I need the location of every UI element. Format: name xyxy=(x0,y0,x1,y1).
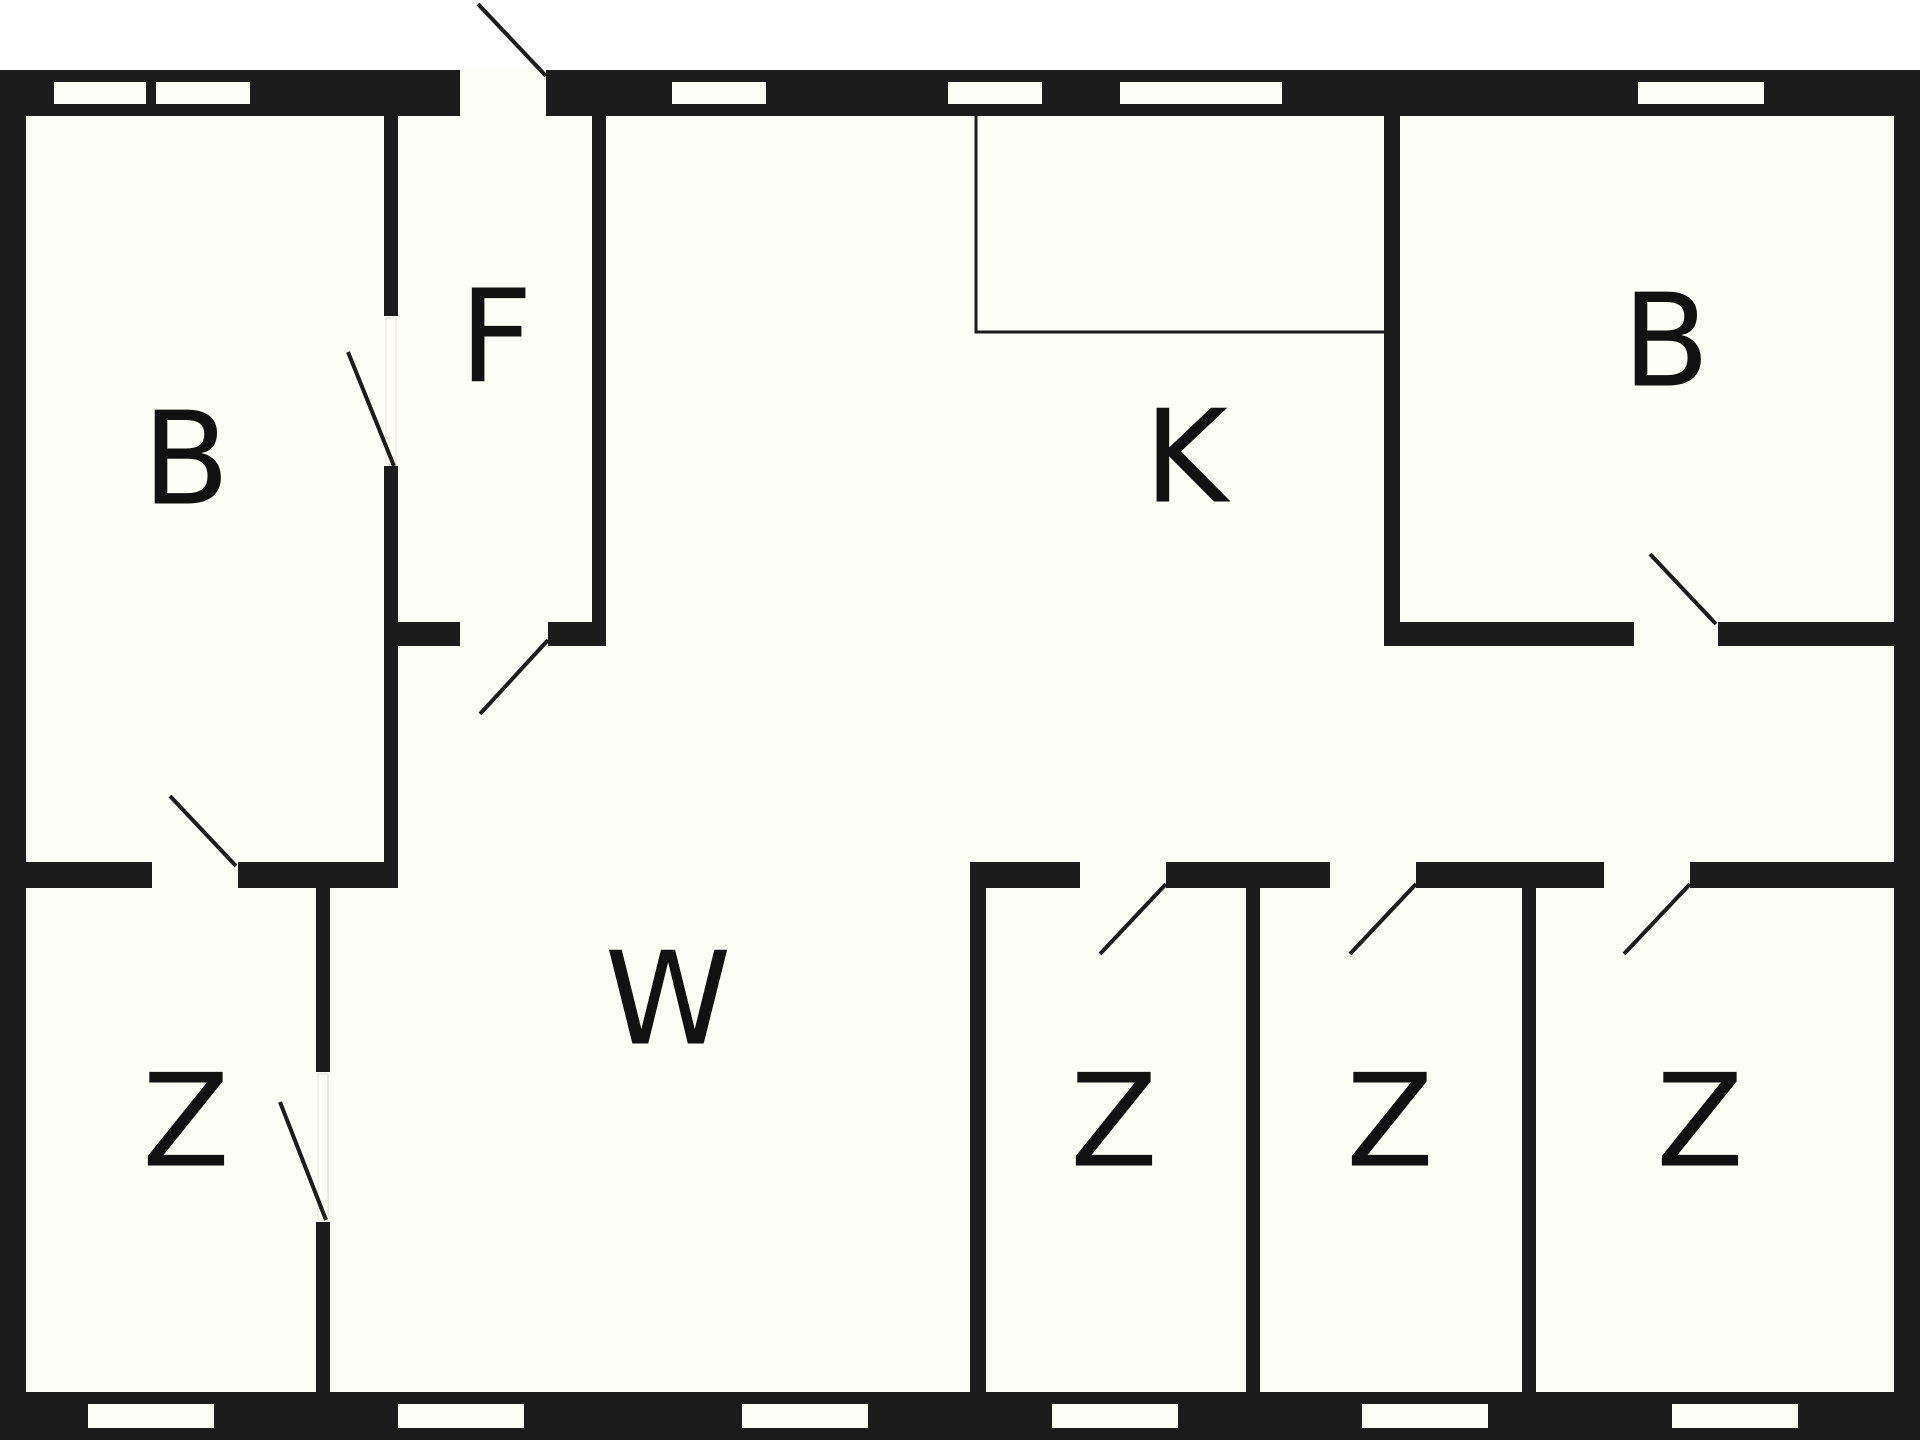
door-swing-icon xyxy=(278,1101,328,1221)
entrance-door-opening xyxy=(460,70,546,116)
room-label-bedroom-right: B xyxy=(1622,268,1710,417)
door-swing-icon xyxy=(1648,552,1718,626)
room-label-room-1: Z xyxy=(1070,1048,1158,1197)
window xyxy=(1638,82,1764,104)
interior-walls xyxy=(26,112,1894,1396)
door-swing-icon xyxy=(1098,882,1168,956)
windows xyxy=(54,82,1798,1428)
window xyxy=(54,82,146,104)
window xyxy=(1362,1404,1488,1428)
window xyxy=(672,82,766,104)
kitchen-counter xyxy=(974,116,1384,334)
door-swing-icon xyxy=(478,638,550,716)
entrance-door-icon xyxy=(476,2,548,78)
window xyxy=(156,82,250,104)
door-swings xyxy=(168,351,1718,1221)
window xyxy=(1120,82,1282,104)
outer-walls xyxy=(0,70,1920,1440)
room-label-kitchen: K xyxy=(1144,384,1231,533)
window xyxy=(948,82,1042,104)
window xyxy=(398,1404,524,1428)
door-swing-icon xyxy=(1348,882,1418,956)
window xyxy=(88,1404,214,1428)
room-label-room-2: Z xyxy=(1346,1048,1434,1197)
window xyxy=(1052,1404,1178,1428)
room-label-storage: F xyxy=(459,264,533,413)
room-label-bedroom-left: B xyxy=(142,386,230,535)
window xyxy=(1672,1404,1798,1428)
room-labels: B F K B W Z Z Z Z xyxy=(142,264,1744,1197)
door-frames xyxy=(317,317,397,1221)
door-swing-icon xyxy=(346,351,396,467)
door-swing-icon xyxy=(168,794,238,868)
room-label-room-left: Z xyxy=(142,1048,230,1197)
window xyxy=(742,1404,868,1428)
door-swing-icon xyxy=(1622,882,1692,956)
room-label-room-3: Z xyxy=(1656,1048,1744,1197)
room-label-living: W xyxy=(605,926,732,1075)
